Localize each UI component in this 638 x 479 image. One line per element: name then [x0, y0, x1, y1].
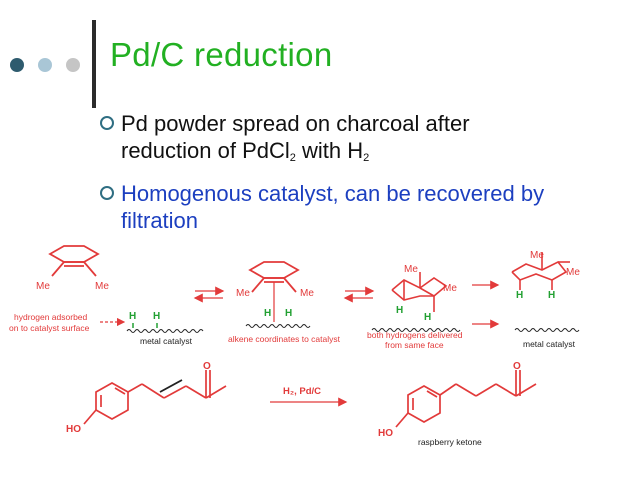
metal-catalyst-label: metal catalyst — [140, 336, 193, 346]
bullet-2-line-2: filtration — [121, 208, 199, 233]
h-atom-label: H — [516, 290, 523, 301]
bullet-ring-icon — [100, 186, 114, 200]
alkene-coordinates-label: alkene coordinates to catalyst — [228, 334, 341, 344]
h-atom-label: H — [548, 290, 555, 301]
bullet-ring-icon — [100, 116, 114, 130]
ho-label: HO — [378, 428, 393, 439]
alkene-structure — [48, 245, 100, 277]
h-atom-label: H — [396, 305, 403, 316]
catalyst-surface — [126, 329, 204, 333]
h-atom-label: H — [129, 311, 136, 322]
raspberry-ketone-structure — [395, 370, 537, 428]
both-hydrogens-label-2: from same face — [385, 340, 444, 350]
catalyst-surface — [245, 324, 311, 328]
metal-catalyst-label: metal catalyst — [523, 339, 576, 349]
catalyst-surface — [514, 328, 580, 332]
slide-title: Pd/C reduction — [110, 36, 333, 73]
catalyst-surface — [371, 328, 461, 332]
dot-dark — [10, 58, 24, 72]
dot-light-blue — [38, 58, 52, 72]
me-label: Me — [443, 283, 457, 294]
bullet-1-line-2: reduction of PdCl2 with H2 — [121, 138, 370, 164]
me-label: Me — [95, 281, 109, 292]
h-atom-label: H — [264, 308, 271, 319]
chair-on-catalyst-structure — [391, 272, 448, 312]
reagent-label: H₂, Pd/C — [283, 386, 321, 397]
h-atom-label: H — [424, 312, 431, 323]
h-atom-label: H — [285, 308, 292, 319]
hydrogen-adsorbed-label-2: on to catalyst surface — [9, 323, 90, 333]
me-label: Me — [404, 264, 418, 275]
oxygen-label: O — [513, 361, 521, 372]
reactant-structure — [83, 370, 227, 425]
bullet-1-line-1: Pd powder spread on charcoal after — [121, 111, 470, 136]
raspberry-ketone-label: raspberry ketone — [418, 437, 482, 447]
bullet-2-line-1: Homogenous catalyst, can be recovered by — [121, 181, 545, 206]
oxygen-label: O — [203, 361, 211, 372]
ho-label: HO — [66, 424, 81, 435]
title-divider — [92, 20, 96, 108]
me-label: Me — [566, 267, 580, 278]
dot-grey — [66, 58, 80, 72]
coordinated-alkene-structure — [248, 261, 300, 293]
product-chair-structure — [511, 252, 570, 290]
both-hydrogens-label-1: both hydrogens delivered — [367, 330, 463, 340]
me-label: Me — [236, 288, 250, 299]
me-label: Me — [300, 288, 314, 299]
me-label: Me — [36, 281, 50, 292]
h-atom-label: H — [153, 311, 160, 322]
hydrogen-adsorbed-label-1: hydrogen adsorbed — [14, 312, 88, 322]
me-label: Me — [530, 250, 544, 261]
